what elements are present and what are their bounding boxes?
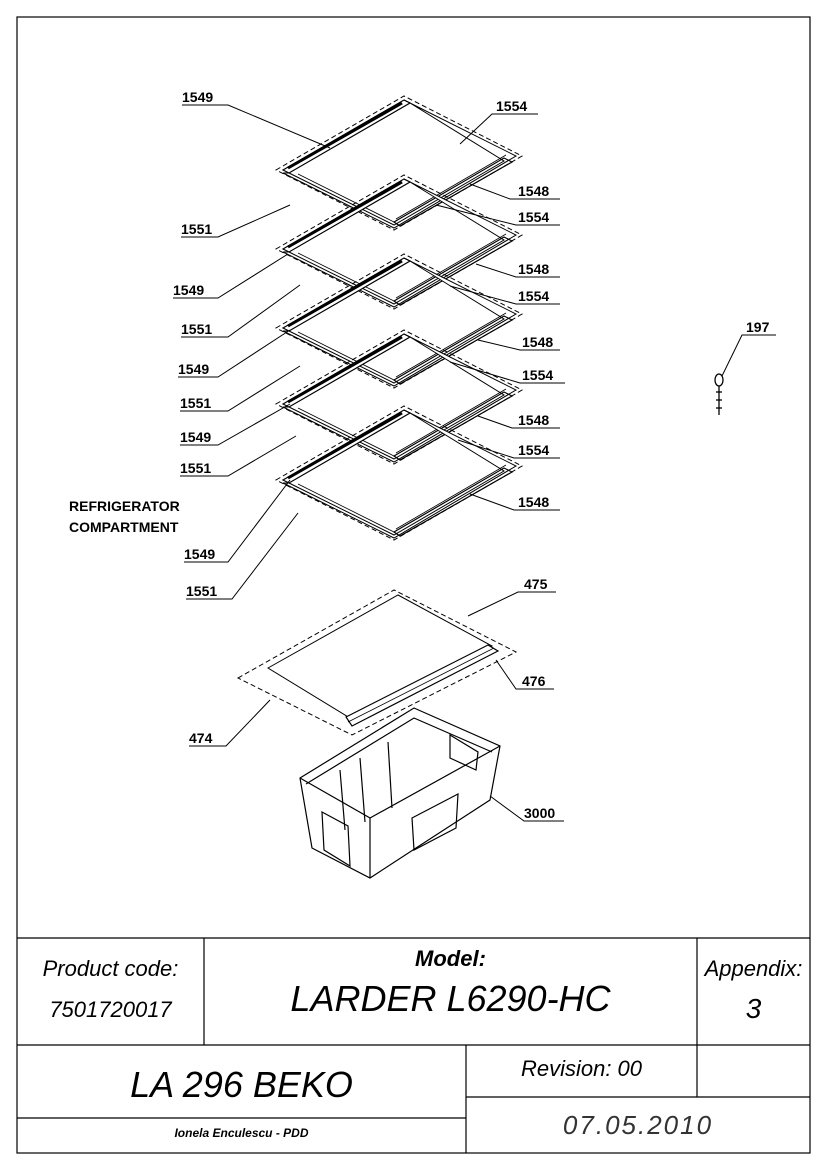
compartment-note-line1: REFRIGERATOR: [69, 498, 180, 514]
glass-shelf-5: [274, 404, 524, 542]
callout-1548: 1548: [518, 261, 549, 277]
callout-476: 476: [522, 673, 546, 689]
callout-1554: 1554: [496, 98, 527, 114]
crisper-cover: [236, 589, 518, 736]
callout-labels: 1549 1554 1548 1551 1554 1549 1548 1551 …: [173, 89, 770, 821]
callout-1549: 1549: [182, 89, 213, 105]
callout-197: 197: [746, 319, 770, 335]
callout-1554: 1554: [522, 367, 553, 383]
compartment-note-line2: COMPARTMENT: [69, 519, 179, 535]
callout-1549: 1549: [173, 282, 204, 298]
callout-1551: 1551: [181, 321, 212, 337]
crisper-drawer: [299, 707, 501, 879]
glass-shelf-2: [274, 173, 524, 311]
revision-label: Revision: 00: [520, 1056, 643, 1081]
product-code-label: Product code:: [42, 956, 179, 981]
author-name: Ionela Enculescu - PDD: [174, 1126, 309, 1140]
callout-1554: 1554: [518, 442, 549, 458]
glass-shelf-4: [274, 328, 524, 466]
callout-1549: 1549: [178, 361, 209, 377]
callout-1554: 1554: [518, 288, 549, 304]
callout-1548: 1548: [518, 412, 549, 428]
revision-date: 07.05.2010: [562, 1110, 714, 1140]
appendix-label: Appendix:: [704, 956, 803, 981]
model-value: LARDER L6290-HC: [290, 978, 611, 1019]
project-title: LA 296 BEKO: [130, 1064, 353, 1105]
callout-1551: 1551: [181, 221, 212, 237]
callout-1549: 1549: [184, 546, 215, 562]
part-197-clip: [714, 373, 724, 415]
callout-1548: 1548: [518, 183, 549, 199]
leader-lines: [173, 104, 776, 822]
callout-3000: 3000: [524, 805, 555, 821]
callout-1548: 1548: [518, 494, 549, 510]
callout-474: 474: [189, 730, 213, 746]
product-code-value: 7501720017: [49, 997, 172, 1022]
title-block-grid: [17, 937, 810, 1153]
callout-1548: 1548: [522, 334, 553, 350]
callout-1549: 1549: [180, 429, 211, 445]
callout-1551: 1551: [180, 460, 211, 476]
glass-shelf-1: [274, 94, 524, 232]
glass-shelf-3: [274, 252, 524, 390]
callout-475: 475: [524, 576, 548, 592]
callout-1551: 1551: [186, 583, 217, 599]
model-label: Model:: [415, 946, 486, 971]
drawing-frame: [16, 16, 811, 1154]
callout-1554: 1554: [518, 209, 549, 225]
callout-1551: 1551: [180, 395, 211, 411]
appendix-value: 3: [745, 993, 762, 1024]
